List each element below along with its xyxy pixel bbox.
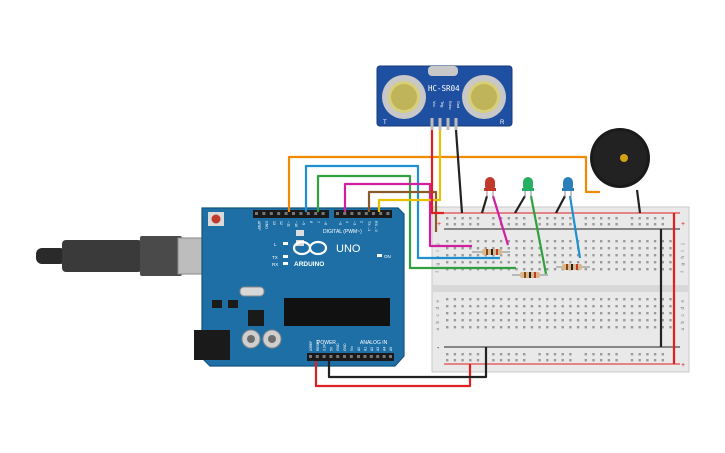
row-letter: e xyxy=(680,300,685,303)
arduino-infinity-logo xyxy=(292,240,328,256)
power-pin-label: GND xyxy=(336,343,340,351)
top-pin-label: ~10 xyxy=(294,221,298,227)
power-label: POWER xyxy=(317,340,336,346)
row-letter: d xyxy=(680,307,685,310)
top-pin-label: TX→1 xyxy=(367,221,371,231)
wire-led-red-gnd xyxy=(480,195,489,214)
sensor-model-label: HC-SR04 xyxy=(428,84,460,93)
rail-plus-top-right: + xyxy=(681,221,685,228)
top-pin-label: 2 xyxy=(360,221,364,223)
rail-plus-bottom: + xyxy=(681,362,685,369)
sensor-label-r: R xyxy=(500,120,505,126)
usb-cable xyxy=(36,236,213,276)
rail-plus-top: + xyxy=(437,221,441,228)
top-pin-label: GND xyxy=(264,221,268,229)
piezo-buzzer xyxy=(590,128,650,188)
ultrasonic-sensor: HC-SR04 T R Vcc Trig Echo Gnd xyxy=(376,65,513,130)
led-label-l: L xyxy=(274,242,277,247)
row-letter: g xyxy=(680,263,685,266)
power-pin-label: 3.3V xyxy=(323,343,327,351)
top-pin-label: ~3 xyxy=(352,221,356,225)
row-letter: e xyxy=(435,300,440,303)
row-letter: i xyxy=(435,251,440,252)
on-label: ON xyxy=(384,254,391,259)
row-letter: a xyxy=(680,328,685,331)
sensor-pin-label: Vcc xyxy=(432,101,436,107)
wire-led-green xyxy=(529,195,548,275)
row-letter: c xyxy=(680,314,685,317)
resistor-3 xyxy=(556,264,590,270)
wire-led-red xyxy=(491,195,510,246)
wire-black-power xyxy=(327,347,488,379)
top-pin-label: 12 xyxy=(279,221,283,225)
row-letter: a xyxy=(435,328,440,331)
sensor-pin-label: Trig xyxy=(440,101,444,107)
wire-green xyxy=(316,174,516,270)
sensor-label-t: T xyxy=(383,120,387,126)
row-letter: i xyxy=(680,251,685,252)
led-label-rx: RX xyxy=(272,262,278,267)
analog-pin-label: A1 xyxy=(363,347,367,351)
wire-buzzer-gnd xyxy=(635,189,642,214)
top-pin-label: 8 xyxy=(309,221,313,223)
resistor-1 xyxy=(472,249,510,255)
wire-red-sensor xyxy=(430,130,444,215)
row-letter: b xyxy=(435,321,440,324)
sensor-pin-label: Gnd xyxy=(456,101,460,108)
sensor-pin-label: Echo xyxy=(448,101,452,110)
analog-pin-label: A4 xyxy=(383,347,387,351)
digital-label: DIGITAL (PWM~) xyxy=(323,229,362,235)
wire-red-power xyxy=(314,361,472,388)
top-pin-label: ~6 xyxy=(324,221,328,225)
wire-led-blue xyxy=(568,195,582,259)
wire-led-blue-gnd xyxy=(555,195,566,214)
led-blue xyxy=(562,177,574,197)
wires xyxy=(287,129,676,388)
power-pin-label: IOREF xyxy=(309,341,313,351)
analog-pin-label: A2 xyxy=(370,347,374,351)
row-letter: g xyxy=(435,263,440,266)
wire-yellow xyxy=(377,130,442,212)
arduino-logo-text: ARDUINO xyxy=(294,261,324,268)
row-letter: d xyxy=(435,307,440,310)
led-green xyxy=(522,177,534,197)
top-pin-label: 4 xyxy=(345,221,349,223)
rail-minus-bottom: - xyxy=(437,345,440,352)
wire-orange xyxy=(287,155,600,212)
analog-pin-label: A0 xyxy=(357,347,361,351)
row-letter: c xyxy=(435,314,440,317)
resistor-2 xyxy=(512,272,548,278)
row-letter: f xyxy=(435,271,440,273)
power-pin-label: GND xyxy=(343,343,347,351)
top-pin-label: 13 xyxy=(272,221,276,225)
analog-pin-label: A5 xyxy=(389,347,393,351)
top-pin-label: RX←0 xyxy=(374,221,378,232)
top-pin-label: AREF xyxy=(257,221,261,231)
row-letter: f xyxy=(680,271,685,273)
row-letter: j xyxy=(680,244,685,246)
wire-magenta xyxy=(343,182,472,248)
top-pin-label: ~9 xyxy=(301,221,305,225)
row-letter: j xyxy=(435,244,440,246)
row-letter: b xyxy=(680,321,685,324)
led-label-tx: TX xyxy=(272,255,278,260)
analog-pin-label: A3 xyxy=(376,347,380,351)
uno-text: UNO xyxy=(336,243,361,255)
power-pin-label: 5V xyxy=(329,346,333,351)
top-pin-label: ~11 xyxy=(287,221,291,227)
led-red xyxy=(484,177,496,197)
wire-led-green-gnd xyxy=(514,195,526,214)
row-letter: h xyxy=(680,256,685,259)
analog-label: ANALOG IN xyxy=(360,340,388,346)
power-pin-label: RESET xyxy=(316,340,320,351)
power-pin-label: Vin xyxy=(350,346,354,351)
wire-black-sensor xyxy=(454,129,464,214)
top-pin-label: ~5 xyxy=(338,221,342,225)
top-pin-label: 7 xyxy=(316,221,320,223)
wire-blue xyxy=(304,164,500,260)
arduino-board: ARDUINO UNO DIGITAL (PWM~) POWER ANALOG … xyxy=(194,207,405,367)
